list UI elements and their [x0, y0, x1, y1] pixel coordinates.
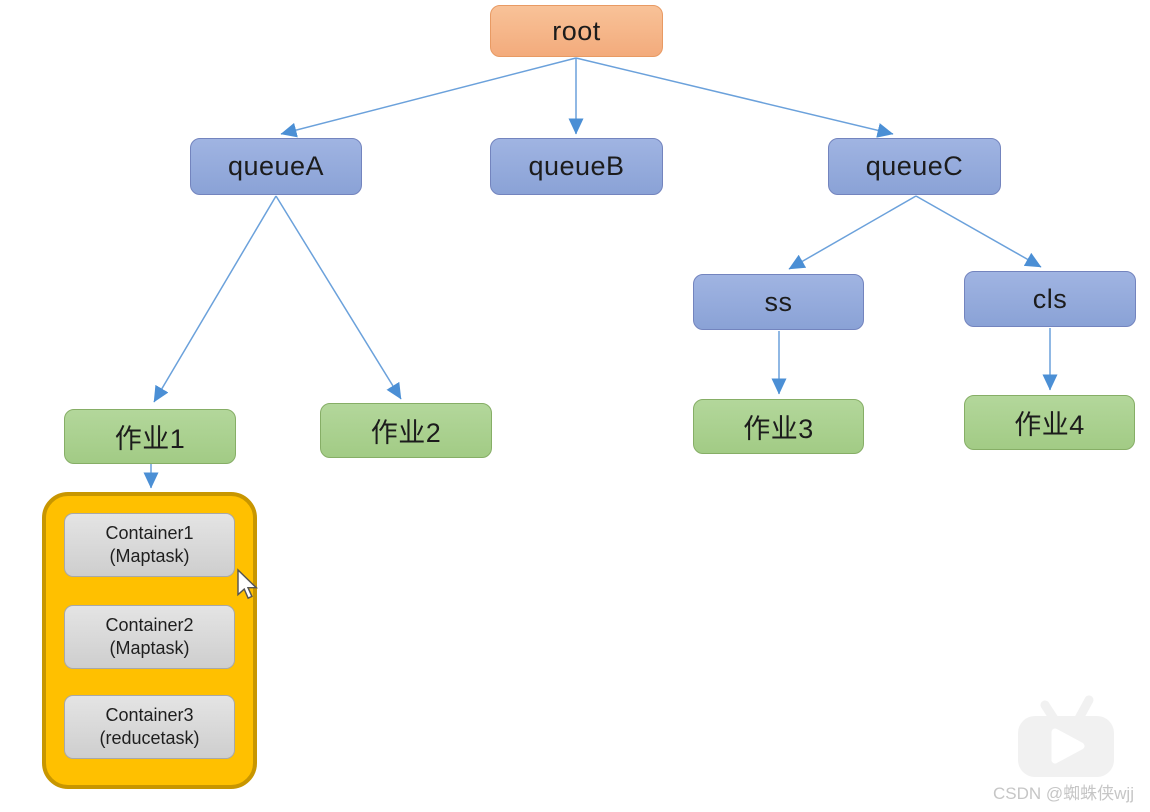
- csdn-watermark: CSDN @蜘蛛侠wjj: [993, 784, 1134, 803]
- node-root-label: root: [552, 15, 601, 46]
- node-job3: 作业3: [693, 399, 864, 454]
- node-job2-label: 作业2: [370, 418, 442, 448]
- container2-type: (Maptask): [109, 638, 190, 658]
- node-queueC-label: queueC: [865, 151, 964, 181]
- csdn-play-logo: [1018, 695, 1114, 777]
- container-group: Container1 (Maptask) Container2 (Maptask…: [42, 492, 257, 789]
- container3-type: (reducetask): [99, 728, 200, 748]
- node-queueA-label: queueA: [227, 151, 325, 181]
- node-queueC: queueC: [828, 138, 1001, 195]
- node-ss: ss: [693, 274, 864, 330]
- node-job1-label: 作业1: [114, 424, 186, 454]
- node-queueB: queueB: [490, 138, 663, 195]
- container1-type: (Maptask): [109, 546, 190, 566]
- container1-name: Container1: [105, 522, 194, 543]
- node-root: root: [490, 5, 663, 57]
- node-ss-label: ss: [764, 286, 793, 317]
- node-queueA: queueA: [190, 138, 362, 195]
- node-container3: Container3 (reducetask): [64, 695, 235, 759]
- node-container2: Container2 (Maptask): [64, 605, 235, 669]
- connector-queueA-job2: [275, 195, 402, 400]
- connector-root-queueA: [280, 57, 577, 138]
- connector-queueA-job1: [153, 195, 277, 403]
- connector-root-queueC: [575, 57, 894, 138]
- node-queueB-label: queueB: [528, 151, 625, 181]
- node-job1: 作业1: [64, 409, 236, 464]
- node-container1: Container1 (Maptask): [64, 513, 235, 577]
- node-cls-label: cls: [1032, 283, 1068, 314]
- node-job4: 作业4: [964, 395, 1135, 450]
- node-cls: cls: [964, 271, 1136, 327]
- node-job2: 作业2: [320, 403, 492, 458]
- connector-queueC-cls: [915, 195, 1042, 268]
- container3-name: Container3: [105, 704, 194, 725]
- connector-queueC-ss: [788, 195, 917, 270]
- container2-name: Container2: [105, 614, 194, 635]
- node-job4-label: 作业4: [1014, 410, 1085, 440]
- node-job3-label: 作业3: [743, 414, 814, 444]
